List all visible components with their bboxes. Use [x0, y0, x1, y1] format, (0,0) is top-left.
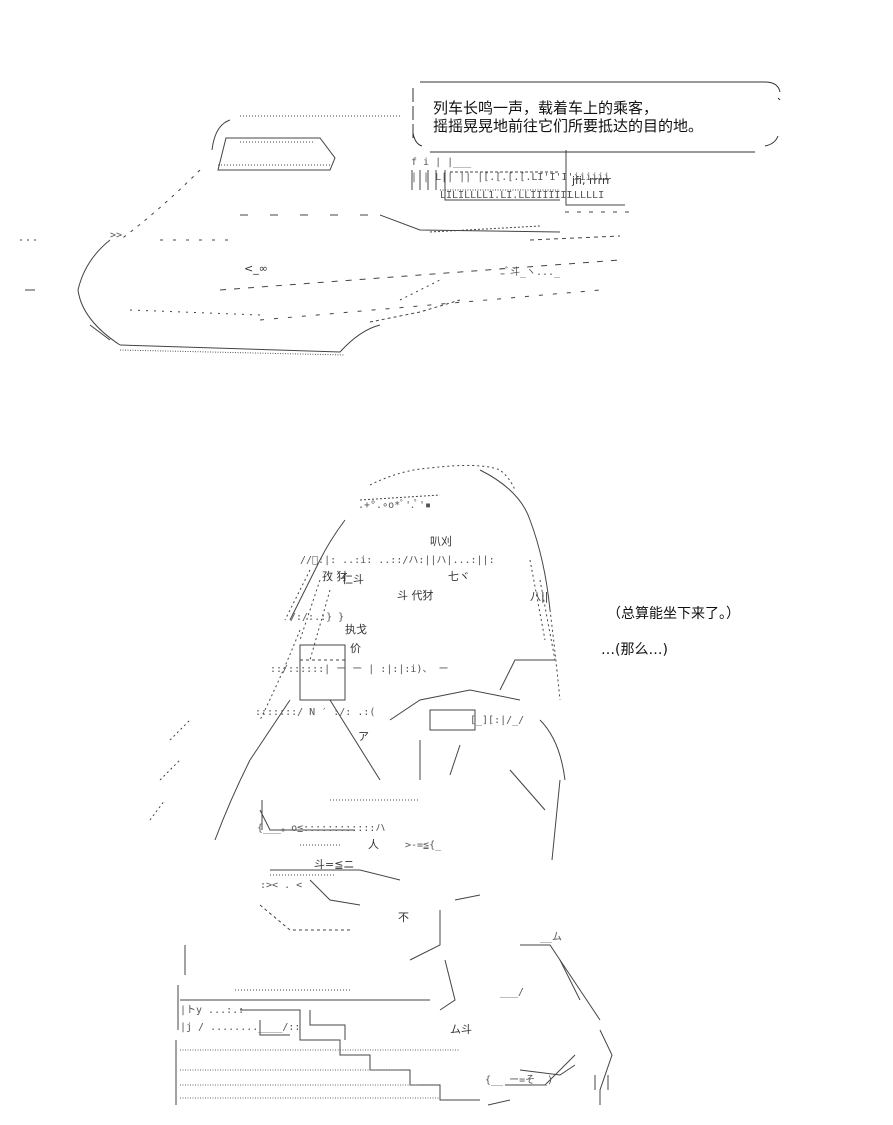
svg-text:{__ ー=そ__): {__ ー=そ__) — [485, 1074, 553, 1086]
svg-text:/:/:.:} }: /:/:.:} } — [290, 612, 344, 623]
narration-line-1: 列车长鸣一声，载着车上的乘客， — [433, 99, 659, 117]
svg-text:___/: ___/ — [500, 987, 524, 998]
thought-line-1: （总算能坐下来了。） — [607, 606, 740, 622]
girl-fragment-8: 价 — [350, 642, 361, 655]
svg-text::::::::/ N ′ :/: .:(: :::::::/ N ′ :/: .:( — [255, 707, 375, 718]
svg-text://ﾞ:|: ..:i: ..::/ハ:||ハ|...:||: //ﾞ:|: ..:i: ..::/ハ:||ハ|...:||: — [300, 555, 495, 566]
girl-fragment-11: 斗=≦ニ — [314, 858, 354, 871]
svg-text:[_][:|/_/: [_][:|/_/ — [470, 715, 524, 726]
svg-text:{___。o≦::::::::::::ハ: {___。o≦::::::::::::ハ — [257, 823, 385, 834]
svg-text::>< . <: :>< . < — [260, 880, 302, 891]
girl-fragment-4: 七ヾ — [448, 570, 470, 583]
girl-fragment-13: ア — [358, 730, 369, 743]
svg-text:__ム: __ム — [540, 931, 562, 943]
girl-fragment-12: 人 — [368, 838, 379, 851]
svg-text:LLLLLI: LLLLLI — [568, 190, 604, 201]
svg-text:LILILLLL1.LI.LLIIIIIII: LILILLLL1.LI.LLIIIIIII — [440, 190, 572, 201]
svg-text:<_∞: <_∞ — [244, 262, 268, 275]
girl-fragment-5: 八|| — [530, 590, 548, 603]
svg-text:|トy ...:.:: |トy ...:.: — [180, 1005, 244, 1016]
girl-ascii-fragments: 斗 代犲 仁斗 孜 犲 七ヾ 八|| 叭刈 执戈 价 不 ム斗 斗=≦ニ 人 ア — [314, 535, 548, 1036]
svg-text:>-=≦{_: >-=≦{_ — [405, 840, 442, 851]
thought-line-2: …(那么…) — [601, 642, 668, 658]
svg-text:ﾆﾞ斗_ヽ..._: ﾆﾞ斗_ヽ..._ — [500, 266, 561, 278]
svg-text:>>: >> — [110, 230, 122, 241]
svg-text:.+°.∘o*ﾟ'.ﾟ'▪: .+°.∘o*ﾟ'.ﾟ'▪ — [358, 499, 431, 511]
girl-fragment-1: 斗 代犲 — [397, 588, 434, 602]
girl-fragment-3: 孜 犲 — [322, 569, 348, 583]
narration-text: 列车长鸣一声，载着车上的乘客， 摇摇晃晃地前往它们所要抵达的目的地。 — [433, 99, 703, 135]
girl-fragment-2: 仁斗 — [342, 573, 364, 586]
svg-text:| | L|| || |[.[.[.[.LI'I'I'iii: | | L|| || |[.[.[.[.LI'I'I'iiiiii — [411, 172, 610, 183]
girl-fragment-7: 执戈 — [345, 622, 367, 636]
girl-fragment-10: ム斗 — [450, 1023, 472, 1036]
svg-text:|j / ........____/::: |j / ........____/:: — [180, 1022, 300, 1033]
svg-text:::/::::::| ー ー | :|:|:i)、 ー: ::/::::::| ー ー | :|:|:i)、 ー — [270, 664, 448, 675]
narration-bubble — [412, 81, 781, 153]
narration-line-2: 摇摇晃晃地前往它们所要抵达的目的地。 — [433, 117, 704, 135]
svg-text:f i | |___: f i | |___ — [411, 157, 472, 168]
girl-fragment-6: 叭刈 — [430, 535, 452, 548]
girl-fragment-9: 不 — [398, 911, 409, 924]
train-fragment-1: jfi, rrrrr — [571, 174, 611, 187]
